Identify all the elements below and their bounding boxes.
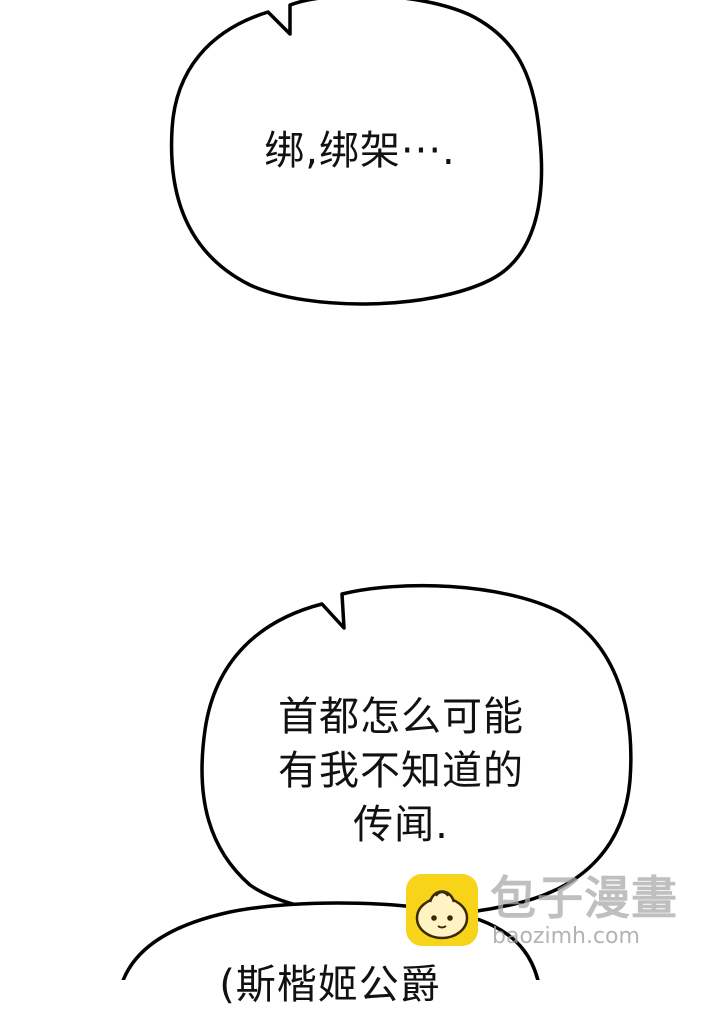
comic-page: 绑,绑架···. 首都怎么可能 有我不知道的 传闻. (斯楷姬公爵 包子漫畫 b… (121, 0, 706, 1008)
watermark-title: 包子漫畫 (490, 871, 678, 925)
watermark-url: baozimh.com (492, 924, 640, 949)
bun-mascot-icon (406, 874, 478, 946)
speech-bubble-3-text: (斯楷姬公爵 (219, 962, 441, 1008)
speech-bubble-1-text: 绑,绑架···. (264, 128, 456, 174)
speech-bubble-2-text: 首都怎么可能 有我不知道的 传闻. (236, 690, 566, 852)
speech-bubble-2-line-1: 首都怎么可能 (278, 694, 524, 740)
watermark: 包子漫畫 baozimh.com (406, 872, 706, 952)
speech-bubble-2-line-3: 传闻. (353, 802, 449, 848)
speech-bubble-2-line-2: 有我不知道的 (278, 748, 524, 794)
speech-bubble-2 (200, 583, 633, 919)
speech-bubbles-layer (121, 0, 633, 980)
speech-bubble-1 (169, 0, 544, 306)
